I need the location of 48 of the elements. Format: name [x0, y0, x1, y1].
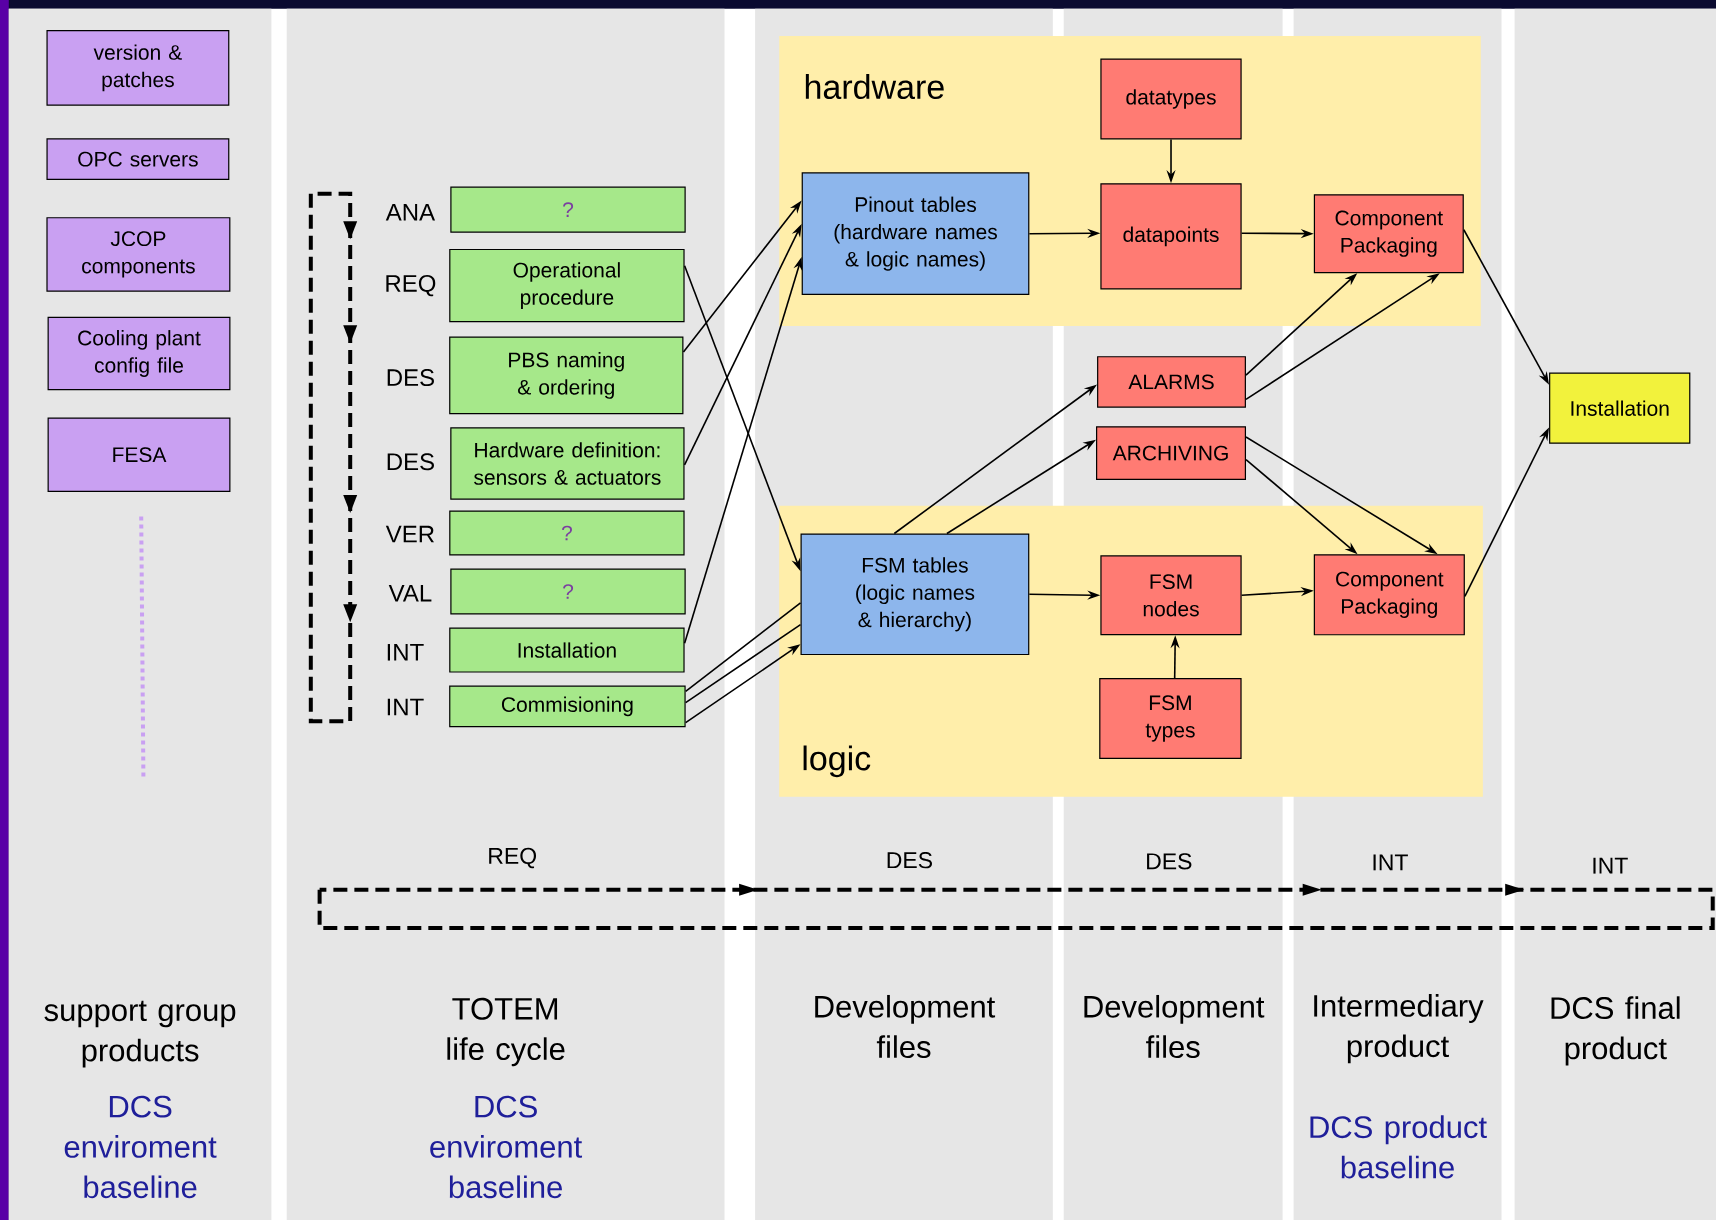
file-box: ARCHIVING [1096, 426, 1246, 480]
stage-box: Commisioning [449, 685, 686, 728]
stage-label: INT [1593, 857, 1628, 874]
stage-label: DES [387, 369, 434, 387]
stage-box: Installation [449, 627, 685, 673]
product-box: version & patches [46, 30, 230, 106]
table-box: FSM tables (logic names & hierarchy) [800, 533, 1030, 656]
stage-box: ? [450, 186, 686, 233]
product-box: JCOP components [46, 217, 231, 292]
stage-box: PBS naming & ordering [449, 336, 684, 415]
product-box: Cooling plant config file [47, 316, 231, 391]
stage-label: INT [387, 698, 424, 716]
file-box: FSM types [1099, 677, 1242, 760]
stage-label: INT [387, 644, 424, 661]
stage-label: DES [887, 852, 932, 869]
product-box: FESA [47, 417, 231, 492]
stage-label: VER [385, 525, 434, 543]
product-box: Installation [1549, 372, 1691, 444]
column-heading: Development files [1084, 994, 1265, 1059]
stage-box: Hardware definition: sensors & actuators [450, 427, 685, 500]
column-heading: support group products [44, 1000, 236, 1068]
file-box: Component Packaging [1313, 194, 1464, 274]
column-heading: Development files [815, 994, 996, 1059]
baseline-text: DCS product baseline [1310, 1115, 1487, 1179]
connector-line [684, 602, 802, 693]
stage-label: INT [1373, 854, 1408, 871]
column-heading: DCS final product [1551, 996, 1680, 1066]
stage-box: Operational procedure [449, 248, 685, 323]
file-box: datapoints [1100, 183, 1242, 290]
stage-label: REQ [386, 274, 436, 297]
baseline-text: DCS enviroment baseline [430, 1095, 583, 1199]
file-box: datatypes [1100, 58, 1242, 140]
stage-label: ANA [385, 204, 436, 221]
stage-label: DES [387, 453, 434, 471]
stage-box: ? [450, 568, 686, 615]
connector-line [684, 623, 802, 704]
stage-label: DES [1147, 853, 1192, 870]
file-box: FSM nodes [1100, 555, 1242, 636]
file-box: Component Packaging [1313, 554, 1465, 636]
column-heading: Intermediary product [1314, 994, 1484, 1064]
stage-label: VAL [388, 584, 432, 602]
stage-label: REQ [489, 847, 537, 869]
stage-box: ? [449, 510, 685, 556]
baseline-text: DCS enviroment baseline [64, 1095, 217, 1199]
file-box: ALARMS [1097, 356, 1246, 408]
column-heading: TOTEM life cycle [447, 997, 565, 1067]
product-box: OPC servers [46, 138, 230, 181]
table-box: Pinout tables (hardware names & logic names) [801, 172, 1030, 296]
